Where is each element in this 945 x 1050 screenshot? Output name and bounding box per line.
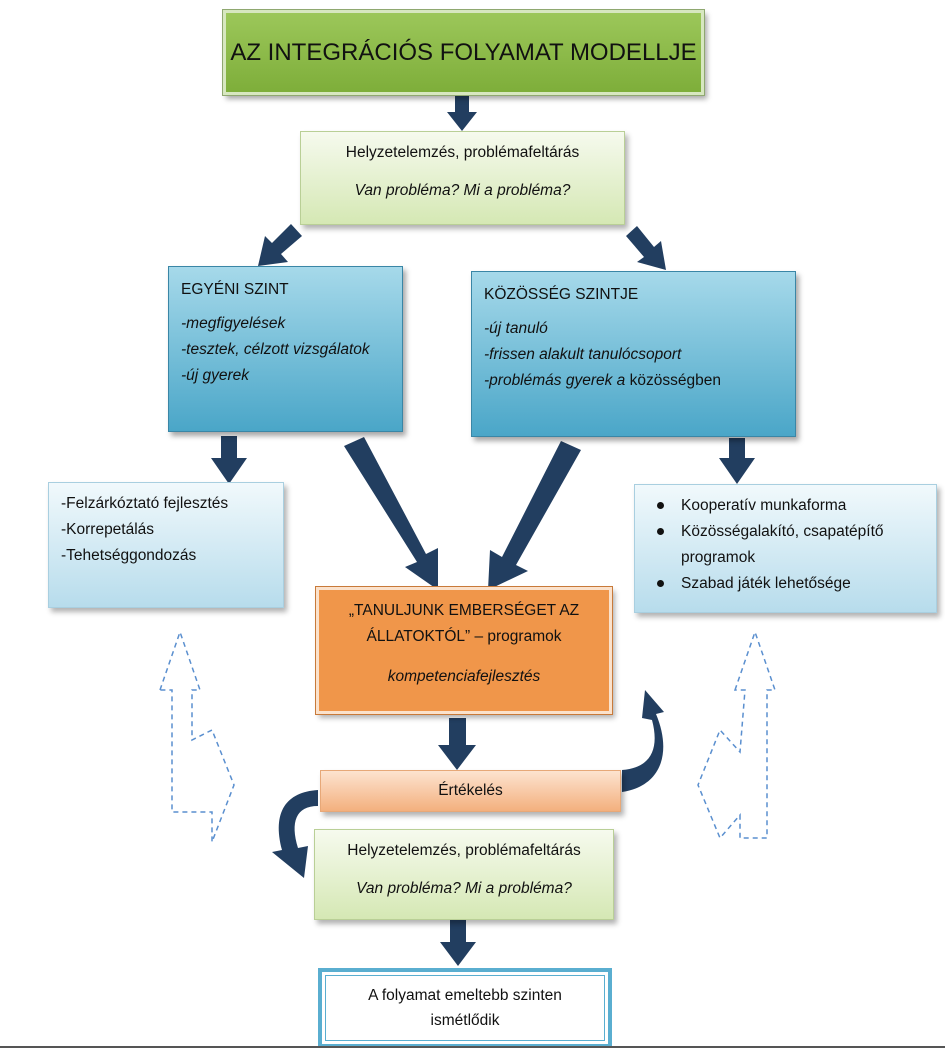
individual-level-box: EGYÉNI SZINT -megfigyelések -tesztek, cé…: [168, 266, 403, 432]
arrow-analysis-to-individual: [258, 224, 302, 266]
program-line3: kompetenciafejlesztés: [387, 668, 541, 685]
program-box: „TANULJUNK EMBERSÉGET AZ ÁLLATOKTÓL” – p…: [315, 586, 613, 715]
arrow-individual-to-program: [344, 437, 438, 590]
final-box-inner: A folyamat emeltebb szinten ismétlődik: [325, 975, 605, 1041]
community-heading: KÖZÖSSÉG SZINTJE: [484, 286, 639, 303]
analysis-top-line1: Helyzetelemzés, problémafeltárás: [345, 144, 580, 161]
final-line1: A folyamat emeltebb szinten: [368, 987, 562, 1004]
arrow-community-to-program: [488, 441, 581, 590]
community-action: Kooperatív munkaforma: [635, 493, 936, 519]
program-line1: „TANULJUNK EMBERSÉGET AZ: [348, 602, 580, 619]
final-line2: ismétlődik: [430, 1012, 500, 1029]
bottom-rule: [0, 1046, 945, 1048]
individual-action: -Korrepetálás: [61, 521, 155, 538]
program-line2: ÁLLATOKTÓL” – programok: [366, 628, 562, 645]
community-actions-box: Kooperatív munkaforma Közösségalakító, c…: [634, 484, 937, 613]
community-action: Szabad játék lehetősége: [635, 571, 936, 597]
evaluation-box: Értékelés: [320, 770, 621, 812]
arrow-title-to-analysis: [447, 95, 477, 131]
individual-action: -Tehetséggondozás: [61, 547, 197, 564]
community-actions-list: Kooperatív munkaforma Közösségalakító, c…: [635, 493, 936, 597]
community-action: Közösségalakító, csapatépítő programok: [635, 519, 936, 571]
community-item3-italic: -problémás gyerek a: [484, 372, 626, 389]
dashed-arrow-left: [158, 629, 235, 843]
community-item: -frissen alakult tanulócsoport: [484, 346, 682, 363]
community-item3-plain: közösségben: [625, 372, 721, 389]
analysis-top-line2: Van probléma? Mi a probléma?: [354, 182, 571, 199]
analysis-bottom-line1: Helyzetelemzés, problémafeltárás: [347, 842, 581, 859]
analysis-box-bottom: Helyzetelemzés, problémafeltárás Van pro…: [314, 829, 614, 920]
curved-arrow-evaluation-to-program: [622, 690, 664, 792]
analysis-box-top: Helyzetelemzés, problémafeltárás Van pro…: [300, 131, 625, 225]
dashed-arrow-right: [697, 629, 777, 840]
arrow-analysis-to-community: [626, 226, 666, 270]
arrow-community-to-actions: [719, 438, 755, 484]
individual-item: -tesztek, célzott vizsgálatok: [181, 341, 370, 358]
individual-action: -Felzárkóztató fejlesztés: [61, 495, 229, 512]
arrow-analysis-to-final: [440, 920, 476, 966]
arrow-individual-to-actions: [211, 436, 247, 484]
individual-item: -megfigyelések: [181, 315, 286, 332]
community-item: -problémás gyerek a közösségben: [484, 368, 783, 394]
arrow-program-to-evaluation: [438, 718, 476, 770]
curved-arrow-evaluation-to-analysis: [272, 790, 318, 878]
individual-item: -új gyerek: [181, 367, 250, 384]
analysis-bottom-line2: Van probléma? Mi a probléma?: [356, 880, 572, 897]
community-level-box: KÖZÖSSÉG SZINTJE -új tanuló -frissen ala…: [471, 271, 796, 437]
individual-heading: EGYÉNI SZINT: [181, 281, 289, 298]
individual-actions-box: -Felzárkóztató fejlesztés -Korrepetálás …: [48, 482, 284, 608]
community-item: -új tanuló: [484, 320, 548, 337]
final-box: A folyamat emeltebb szinten ismétlődik: [318, 968, 612, 1048]
diagram-title: AZ INTEGRÁCIÓS FOLYAMAT MODELLJE: [222, 9, 705, 96]
